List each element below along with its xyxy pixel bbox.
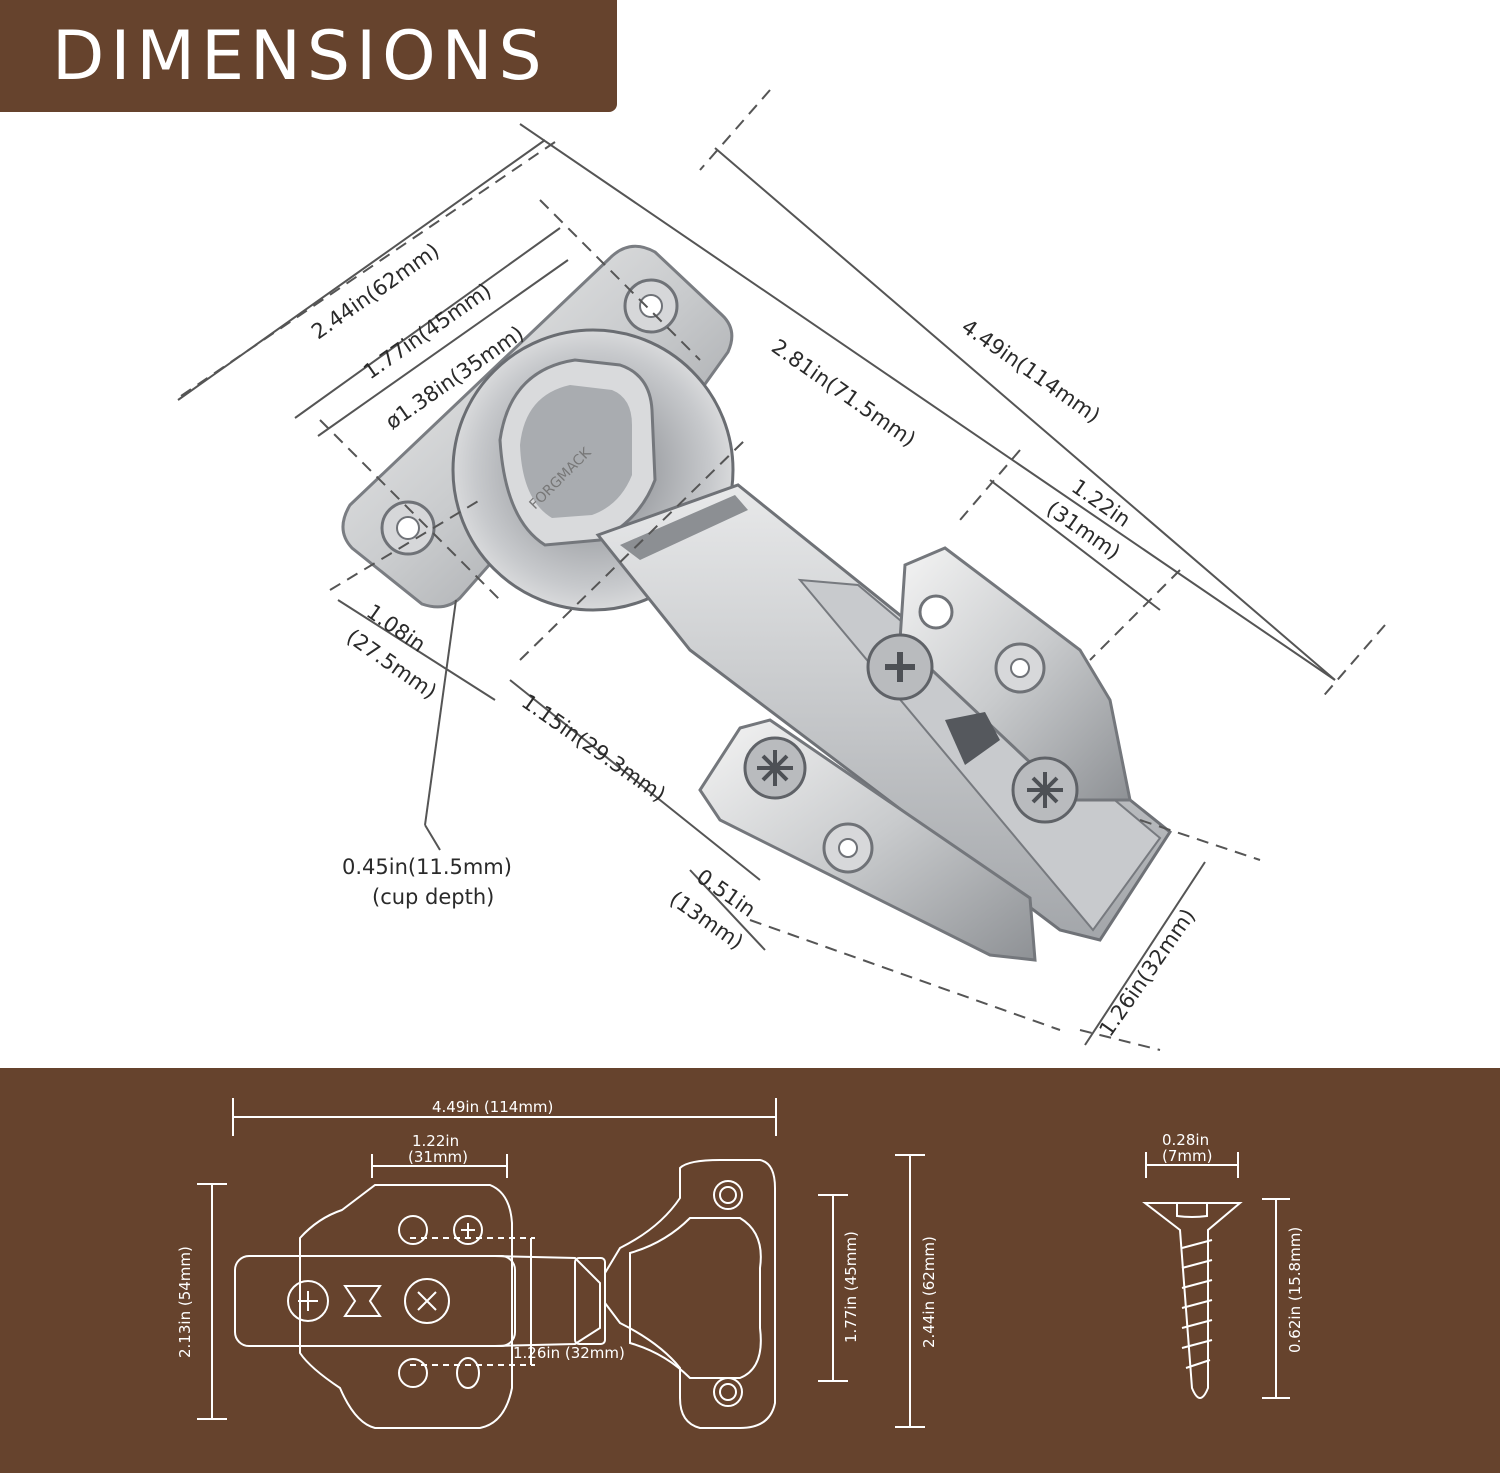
dimension-lines	[174, 89, 1386, 1051]
bottom-dim-plate-spacing-2: (31mm)	[408, 1148, 468, 1166]
bottom-dim-plate-width: 1.26in (32mm)	[513, 1344, 625, 1362]
dim-cup-to-plate: 2.81in(71.5mm)	[767, 334, 920, 451]
dim-overall-length: 4.49in(114mm)	[957, 314, 1105, 427]
technical-drawing-panel: 4.49in (114mm) 1.22in (31mm) 2.13in (54m…	[0, 1068, 1500, 1473]
bottom-dim-plate-spacing-1: 1.22in	[412, 1132, 459, 1150]
dim-cup-depth-2: (cup depth)	[372, 885, 494, 909]
hinge-line-drawing: 4.49in (114mm) 1.22in (31mm) 2.13in (54m…	[176, 1098, 1304, 1429]
bottom-dim-screw-width-2: (7mm)	[1162, 1147, 1212, 1165]
dim-cup-depth-1: 0.45in(11.5mm)	[342, 855, 512, 879]
page-title: DIMENSIONS	[52, 17, 548, 96]
bottom-dim-screw-width-1: 0.28in	[1162, 1131, 1209, 1149]
hinge-photo: FORGMACK	[341, 244, 1172, 962]
dim-arm-offset: 1.15in(29.3mm)	[517, 689, 670, 806]
hinge-top-diagram: FORGMACK	[174, 89, 1386, 1051]
bottom-dim-cup-hole-spacing: 1.77in (45mm)	[842, 1231, 860, 1343]
bottom-dim-length: 4.49in (114mm)	[432, 1098, 553, 1116]
bottom-dim-cup-plate-height: 2.44in (62mm)	[920, 1236, 938, 1348]
adjustment-screws	[743, 633, 1079, 824]
bottom-dim-plate-height: 2.13in (54mm)	[176, 1246, 194, 1358]
bottom-dim-screw-length: 0.62in (15.8mm)	[1286, 1227, 1304, 1353]
title-banner: DIMENSIONS	[0, 0, 617, 112]
